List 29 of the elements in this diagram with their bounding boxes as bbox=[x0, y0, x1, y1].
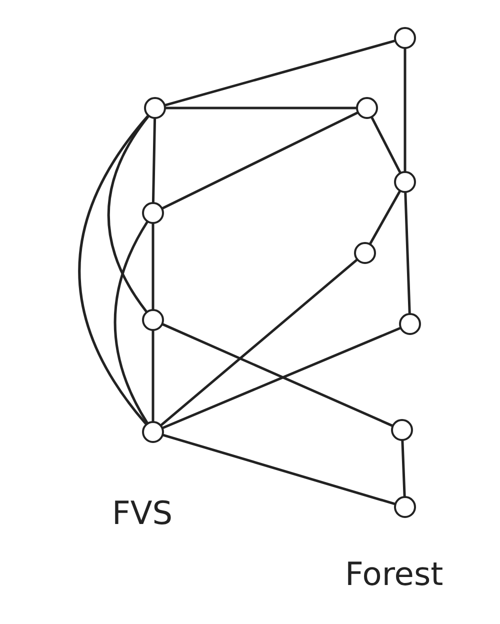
graph-vertex bbox=[142, 421, 164, 443]
graph-edge bbox=[160, 258, 358, 426]
graph-vertex bbox=[144, 97, 166, 119]
graph-edge bbox=[162, 434, 396, 506]
graph-edge bbox=[78, 115, 149, 425]
graph-edge bbox=[370, 116, 402, 174]
graph-edge bbox=[404, 192, 411, 314]
graph-vertex bbox=[394, 496, 416, 518]
graph-edge bbox=[152, 118, 156, 204]
graph-edge bbox=[164, 106, 358, 110]
graph-vertex bbox=[356, 97, 378, 119]
graph-edge bbox=[369, 190, 401, 245]
graph-vertex bbox=[142, 309, 164, 331]
graph-vertex bbox=[354, 242, 376, 264]
graph-vertex bbox=[391, 419, 413, 441]
graph-vertex bbox=[394, 27, 416, 49]
set-label: Forest bbox=[345, 558, 444, 590]
graph-vertex bbox=[394, 171, 416, 193]
set-label: FVS bbox=[112, 497, 173, 529]
graph-edge bbox=[401, 440, 406, 498]
graph-edge bbox=[152, 222, 154, 310]
graph-edge bbox=[404, 48, 406, 172]
graph-edge bbox=[164, 40, 396, 106]
graph-edge bbox=[162, 112, 358, 210]
graph-vertex bbox=[142, 202, 164, 224]
graph-edge bbox=[152, 330, 154, 422]
graph-edge bbox=[107, 115, 150, 313]
graph-vertex bbox=[399, 313, 421, 335]
graph-edge bbox=[114, 221, 148, 424]
